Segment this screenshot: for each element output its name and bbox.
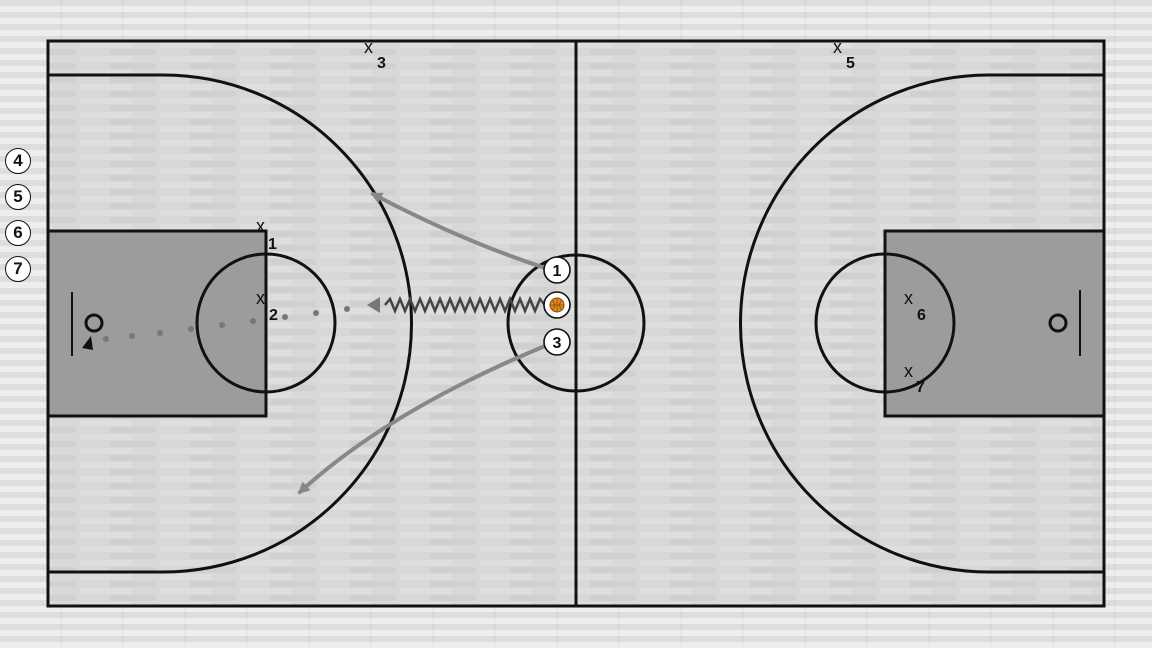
svg-text:6: 6: [917, 307, 926, 324]
pass-dotted-line: [103, 306, 350, 342]
left-rim: [84, 313, 104, 333]
svg-text:7: 7: [916, 379, 925, 396]
dribble-path: [384, 295, 546, 315]
basketball-icon: [549, 297, 565, 313]
svg-text:x: x: [256, 216, 265, 236]
left-paint: [46, 229, 268, 418]
dribble-arrowhead: [367, 297, 380, 313]
offense-player-1: 1: [543, 256, 571, 284]
right-paint: [883, 229, 1106, 418]
svg-text:x: x: [833, 37, 842, 57]
defender-x7: x 7: [904, 361, 925, 396]
pass-arrowhead: [82, 336, 93, 350]
svg-text:x: x: [256, 288, 265, 308]
defender-x6: x 6: [904, 288, 926, 324]
bench-player-5: 5: [5, 184, 31, 210]
defender-x5: x 5: [833, 37, 855, 72]
svg-text:1: 1: [553, 263, 562, 280]
defender-x2: x 2: [256, 288, 278, 324]
svg-text:5: 5: [846, 55, 855, 72]
svg-text:3: 3: [553, 335, 562, 352]
bench-player-4: 4: [5, 148, 31, 174]
svg-text:x: x: [904, 288, 913, 308]
left-three-point-line: [48, 73, 413, 574]
defender-x1: x 1: [256, 216, 277, 253]
left-free-throw-circle: [195, 252, 337, 394]
right-free-throw-circle: [814, 252, 956, 394]
right-three-point-line: [739, 73, 1104, 574]
svg-text:3: 3: [377, 55, 386, 72]
right-rim: [1048, 313, 1068, 333]
svg-text:1: 1: [268, 236, 277, 253]
svg-text:x: x: [904, 361, 913, 381]
offense-player-3: 3: [543, 328, 571, 356]
center-circle: [506, 253, 646, 393]
cut-arrow-player-3: [297, 344, 547, 495]
bench-player-6: 6: [5, 220, 31, 246]
bench-player-7: 7: [5, 256, 31, 282]
defender-x3: x 3: [364, 37, 386, 72]
cut-arrow-player-1: [370, 192, 547, 270]
svg-text:x: x: [364, 37, 373, 57]
svg-text:2: 2: [269, 307, 278, 324]
